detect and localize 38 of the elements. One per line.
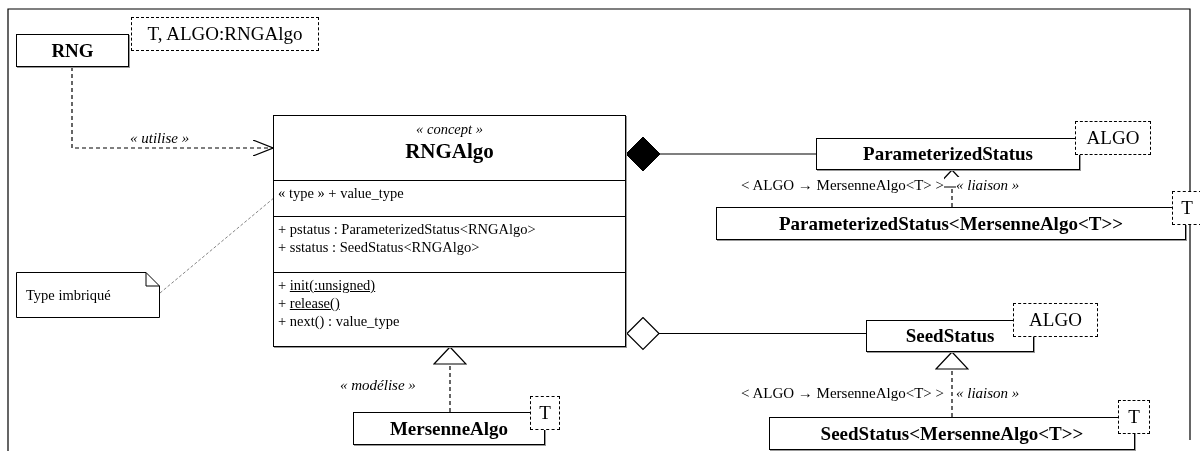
template-parameter-box — [131, 17, 319, 51]
class-name: RNG — [51, 39, 94, 62]
note-box — [16, 272, 160, 318]
stereotype: « concept » — [415, 120, 484, 138]
composition-line — [625, 136, 817, 172]
class-box — [16, 34, 129, 67]
template-parameter: ALGO — [1029, 309, 1082, 331]
template-parameter-box — [1013, 303, 1098, 337]
realization-arrow — [935, 351, 969, 418]
dependency-arrow — [71, 66, 274, 157]
class-box — [816, 138, 1080, 170]
class-name: ParameterizedStatus — [863, 143, 1033, 165]
template-parameter: T — [539, 402, 551, 424]
class-name: ParameterizedStatus<MersenneAlgo<T>> — [778, 212, 1124, 235]
template-parameter: T — [1181, 197, 1193, 219]
operation: + next() : value_type — [277, 312, 401, 330]
template-parameter-box — [1075, 121, 1151, 155]
binding-label: < ALGO → MersenneAlgo<T> > — [741, 385, 944, 402]
class-name: SeedStatus — [905, 325, 995, 347]
realization-arrow — [433, 346, 467, 413]
class-name: MersenneAlgo — [389, 417, 509, 440]
template-parameter-box — [530, 396, 560, 430]
note-text: Type imbriqué — [26, 286, 111, 304]
template-parameter: T, ALGO:RNGAlgo — [147, 23, 303, 45]
aggregation-line — [625, 316, 867, 351]
binding-label: < ALGO → MersenneAlgo<T> > — [741, 177, 944, 194]
operation: + init(:unsigned) — [277, 276, 377, 294]
class-name: RNGAlgo — [404, 138, 495, 164]
attribute: + pstatus : ParameterizedStatus<RNGAlgo> — [277, 220, 537, 238]
class-box — [273, 115, 626, 347]
template-parameter-box — [1118, 400, 1150, 434]
operation: + release() — [277, 294, 341, 312]
attribute: + sstatus : SeedStatus<RNGAlgo> — [277, 238, 481, 256]
template-parameter: T — [1128, 406, 1140, 428]
template-parameter: ALGO — [1086, 127, 1140, 149]
attribute: « type » + value_type — [277, 184, 405, 202]
template-parameter-box — [1172, 191, 1200, 225]
class-name: SeedStatus<MersenneAlgo<T>> — [820, 422, 1084, 445]
